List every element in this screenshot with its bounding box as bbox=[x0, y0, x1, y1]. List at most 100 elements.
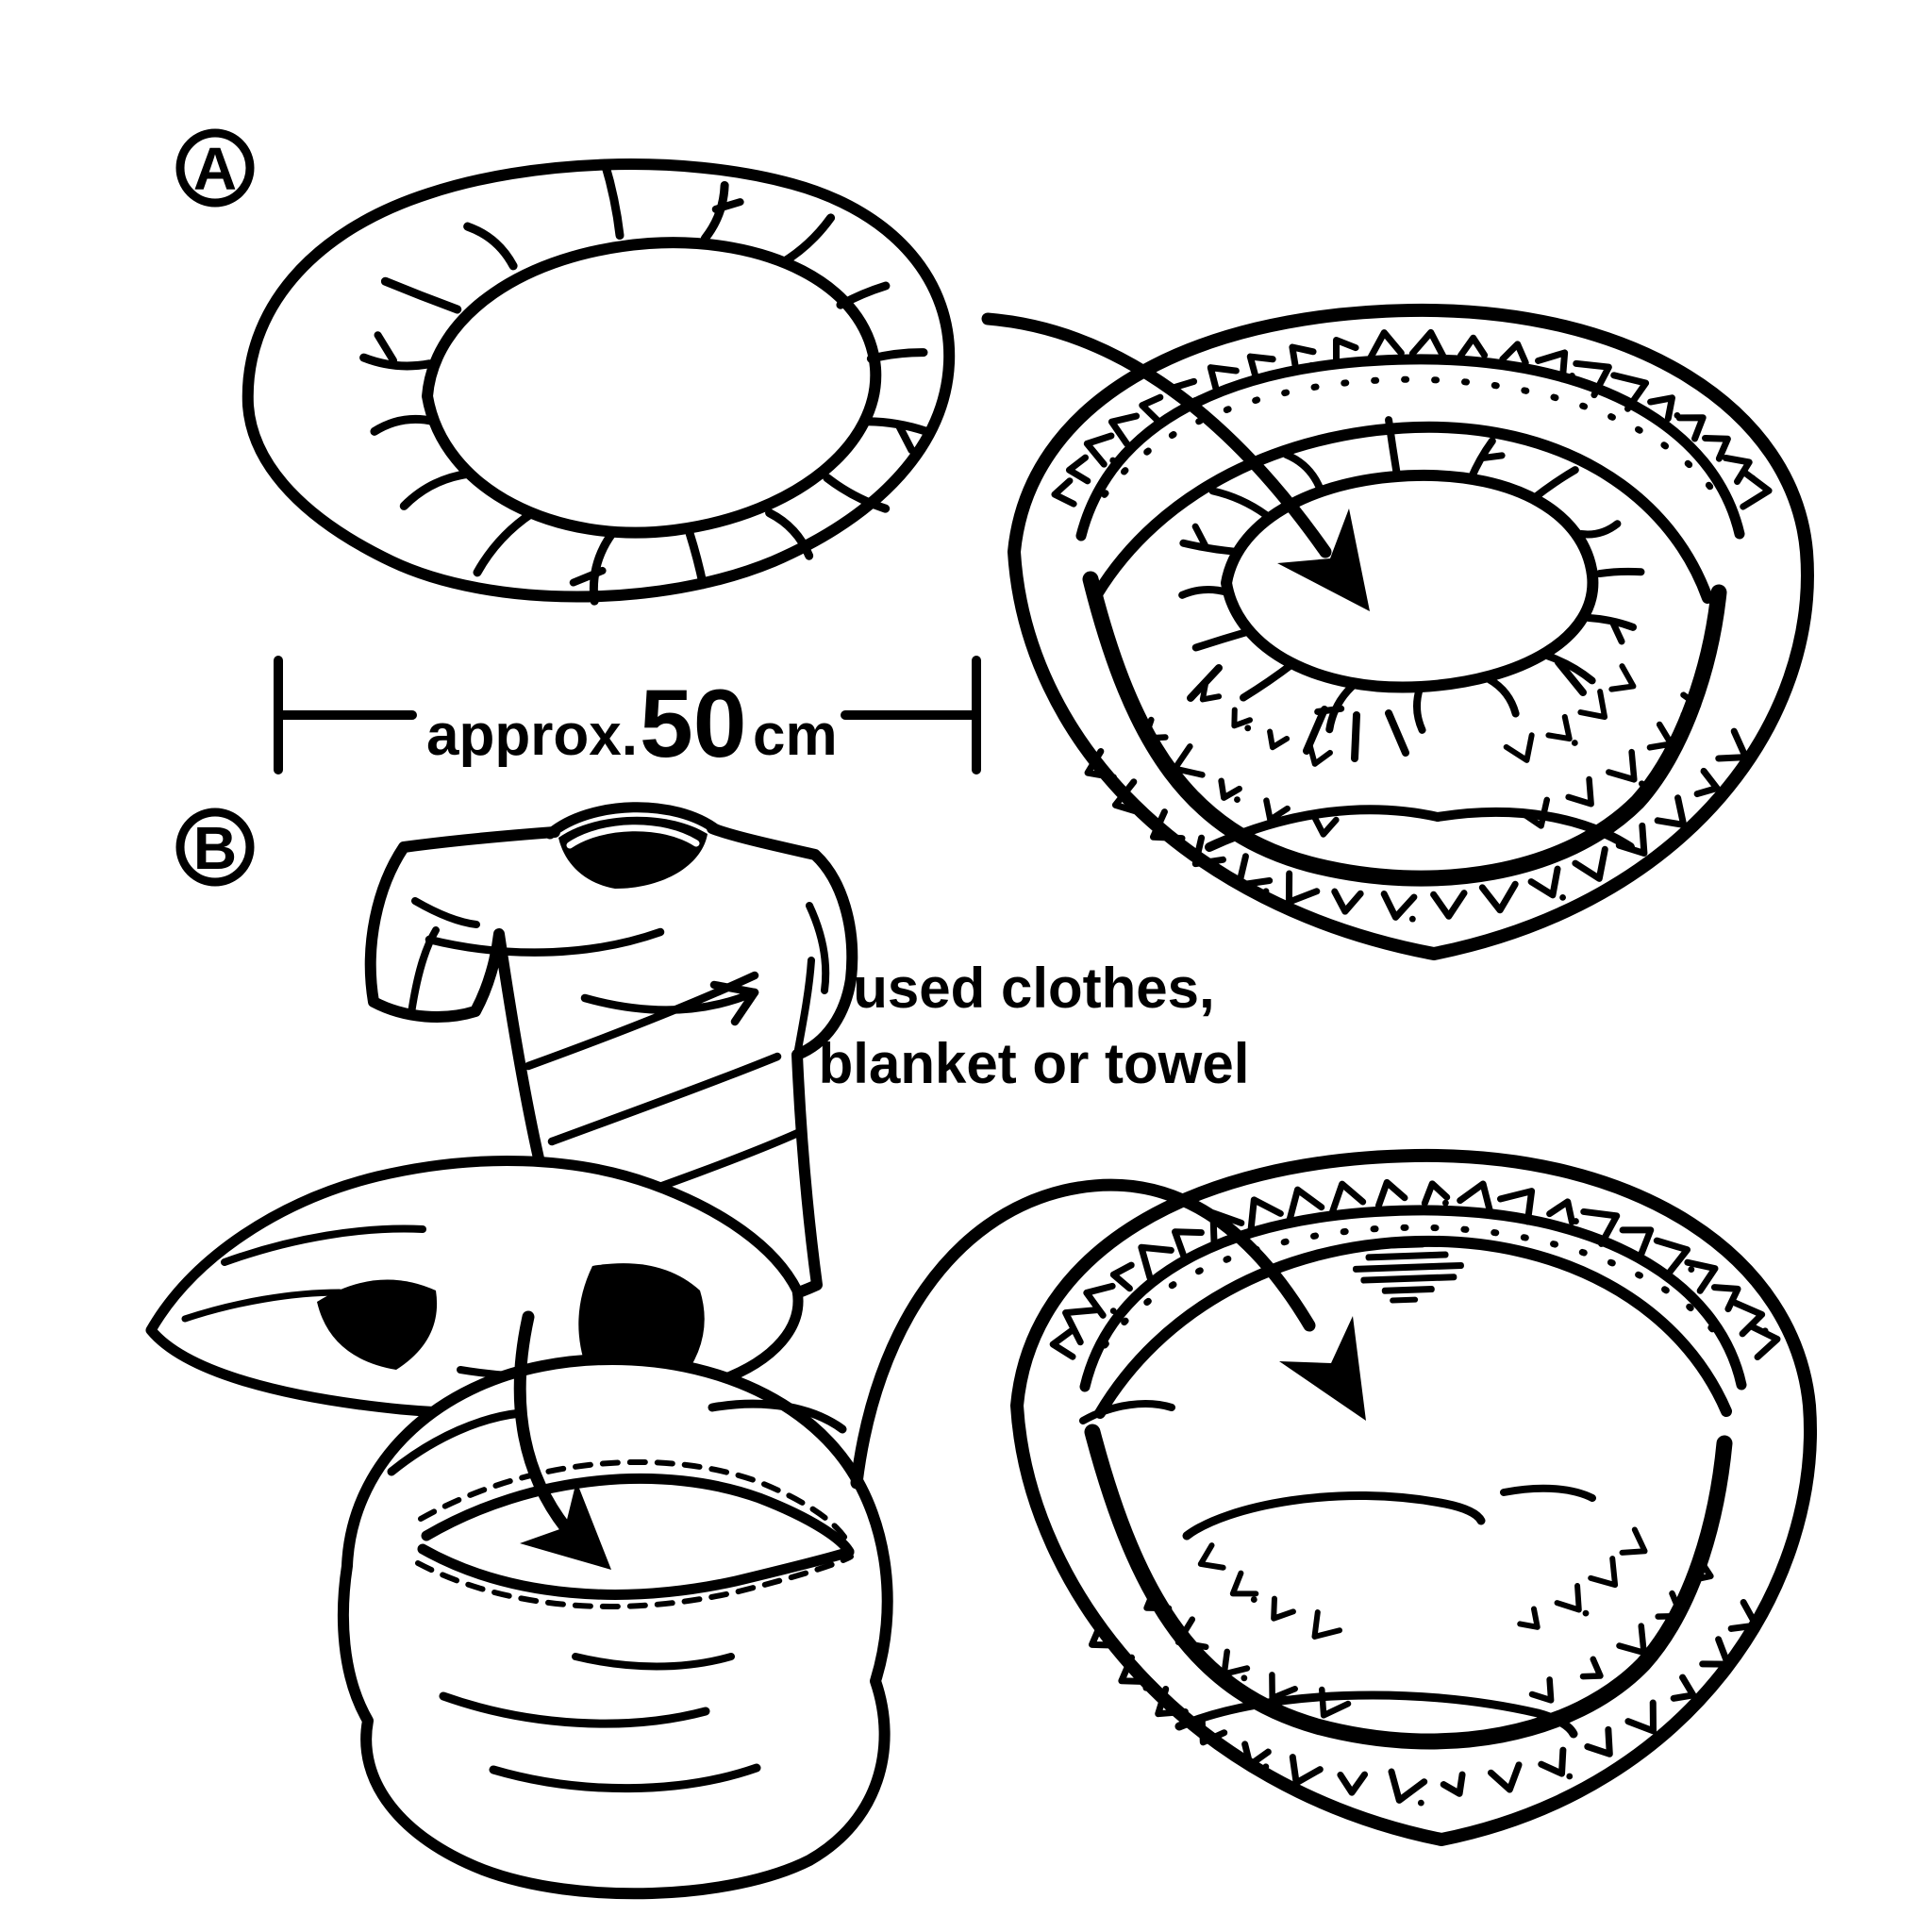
weave-dot bbox=[1241, 1674, 1248, 1682]
weave-mark bbox=[1374, 1178, 1408, 1209]
collar-rib bbox=[566, 824, 700, 849]
fold-tick bbox=[1576, 520, 1622, 539]
fabric-wrinkle bbox=[1079, 1400, 1175, 1424]
weave-mark bbox=[1619, 1226, 1655, 1258]
fold-tick bbox=[711, 198, 744, 213]
weave-mark bbox=[1710, 1284, 1741, 1313]
weave-mark bbox=[1083, 432, 1115, 468]
tshirt-wrinkle bbox=[524, 971, 759, 1071]
cushion-tuft bbox=[1187, 664, 1223, 702]
fold-tick bbox=[765, 508, 814, 560]
weave-mark bbox=[1670, 1674, 1697, 1702]
weave-mark bbox=[1218, 777, 1242, 801]
arrow-head bbox=[1277, 508, 1370, 611]
cushion-opening bbox=[422, 237, 882, 539]
weave-mark bbox=[1693, 767, 1721, 798]
weave-mark bbox=[1654, 794, 1688, 828]
decorative-stroke bbox=[1381, 1286, 1435, 1294]
dimension-value: 50 bbox=[640, 670, 746, 777]
weave-mark bbox=[1478, 880, 1519, 914]
fold-tick bbox=[777, 213, 836, 268]
towel-fold-line bbox=[181, 1289, 343, 1323]
pouch-wrinkle bbox=[387, 1408, 525, 1476]
weave-mark bbox=[1138, 1243, 1174, 1281]
basket-front-edge bbox=[1084, 1424, 1733, 1750]
weave-mark bbox=[1329, 1180, 1367, 1215]
weave-mark bbox=[1207, 364, 1240, 397]
fold-tick bbox=[823, 474, 891, 513]
pouch-wrinkle bbox=[439, 1691, 710, 1728]
curved-arrow-b1-icon bbox=[513, 1310, 611, 1570]
basket-front-edge bbox=[1082, 571, 1727, 887]
fold-tick bbox=[1191, 627, 1253, 652]
weave-dot bbox=[1417, 1799, 1424, 1807]
weave-mark bbox=[1199, 680, 1223, 703]
step-a-label: A bbox=[193, 135, 237, 203]
weave-mark bbox=[1647, 394, 1675, 423]
weave-mark bbox=[1247, 1196, 1284, 1235]
basket-b-illustration bbox=[1010, 1148, 1817, 1846]
weave-mark bbox=[1065, 454, 1091, 485]
weave-mark bbox=[1624, 1699, 1657, 1735]
weave-mark bbox=[1527, 865, 1561, 899]
weave-dot bbox=[1408, 915, 1416, 923]
curved-arrow-b2-icon bbox=[850, 1178, 1366, 1490]
weave-dot bbox=[1250, 1596, 1257, 1603]
weave-dot bbox=[1582, 1609, 1590, 1617]
basket-weave-texture bbox=[1049, 1178, 1781, 1807]
weave-dot bbox=[1566, 1773, 1574, 1780]
fold-tick bbox=[569, 566, 607, 587]
fold-tick bbox=[1325, 679, 1359, 734]
fold-tick bbox=[1239, 659, 1297, 702]
cushion-in-basket-top bbox=[1091, 421, 1713, 604]
weave-mark bbox=[1496, 1188, 1536, 1225]
pouch-opening-lip bbox=[417, 1543, 855, 1600]
weave-dot bbox=[1559, 893, 1566, 901]
cushion-outline bbox=[242, 158, 956, 603]
cushion-front-fold bbox=[1433, 807, 1635, 852]
weave-mark bbox=[1229, 1570, 1259, 1597]
weave-mark bbox=[1565, 775, 1594, 808]
weave-mark bbox=[1702, 434, 1731, 462]
weave-mark bbox=[1267, 728, 1291, 751]
weave-mark bbox=[1440, 1771, 1466, 1797]
decorative-stroke bbox=[1352, 1261, 1464, 1273]
arrow-head bbox=[1279, 1316, 1366, 1421]
weave-dot bbox=[1234, 796, 1241, 803]
fold-tick bbox=[1413, 684, 1426, 734]
towel-fold-line bbox=[221, 1224, 426, 1266]
fold-tick bbox=[1543, 652, 1596, 685]
cushion-a-illustration bbox=[242, 158, 956, 606]
weave-mark bbox=[1588, 1556, 1619, 1589]
basket-silhouette bbox=[1010, 1148, 1817, 1846]
clothes-illustration bbox=[145, 802, 858, 1419]
pouch-outline bbox=[337, 1353, 893, 1900]
weave-mark bbox=[1572, 845, 1608, 882]
weave-mark bbox=[1062, 1307, 1101, 1346]
weave-dot bbox=[1573, 1218, 1579, 1224]
weave-mark bbox=[1307, 743, 1333, 767]
decorative-stroke bbox=[1365, 1251, 1449, 1261]
fold-tick bbox=[1609, 619, 1625, 645]
weave-mark bbox=[1579, 1656, 1604, 1680]
weave-mark bbox=[1606, 748, 1638, 783]
decorative-stroke bbox=[1360, 1274, 1457, 1284]
weave-mark bbox=[1653, 1237, 1691, 1277]
weave-mark bbox=[1197, 1542, 1226, 1571]
fold-tick bbox=[836, 281, 891, 309]
weave-dot bbox=[1244, 724, 1252, 732]
weave-mark bbox=[1311, 814, 1340, 838]
fold-tick bbox=[866, 348, 928, 363]
tshirt-wrinkle bbox=[547, 1052, 782, 1146]
weave-mark bbox=[1289, 1754, 1324, 1787]
arrow-shaft bbox=[850, 1178, 1316, 1490]
fold-tick bbox=[1479, 452, 1506, 462]
basket-inner-rim bbox=[1079, 1205, 1747, 1392]
weave-mark bbox=[1608, 663, 1637, 692]
weave-mark bbox=[1388, 1768, 1428, 1804]
weave-mark bbox=[1172, 1228, 1205, 1261]
weave-mark bbox=[1286, 1186, 1325, 1224]
fold-tick bbox=[1282, 450, 1324, 492]
tshirt-wrinkle bbox=[411, 897, 480, 928]
